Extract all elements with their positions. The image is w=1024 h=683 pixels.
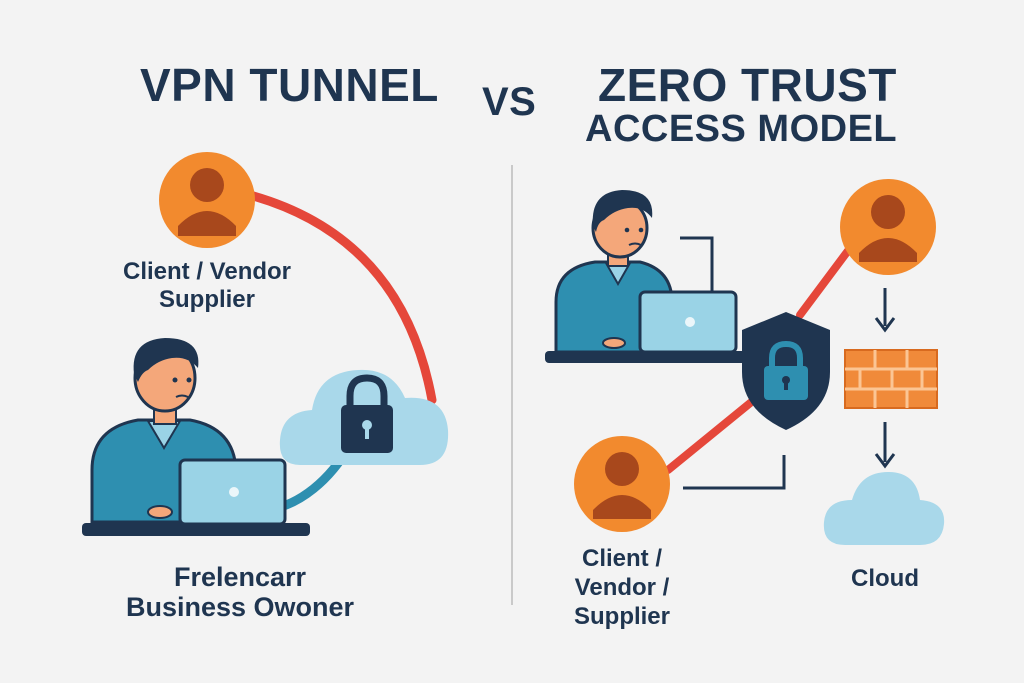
owner-label-line2: Business Owoner — [125, 592, 355, 622]
right-client-label-line3: Supplier — [573, 603, 670, 630]
left-client-label-line1: Client / Vendor — [122, 258, 292, 285]
vs-label: VS — [482, 80, 537, 124]
vpn-lock-icon — [341, 374, 393, 453]
zt-desk — [545, 351, 760, 363]
right-client-label-line1: Client / — [581, 545, 662, 572]
owner-label-line1: Frelencarr — [173, 562, 307, 592]
right-client-label-line2: Vendor / — [574, 574, 670, 601]
freelancer-desk — [82, 523, 310, 536]
client-avatar-bottom-right — [574, 436, 670, 532]
zt-connector-bottom — [683, 455, 786, 490]
vpn-title: VPN TUNNEL — [140, 59, 439, 111]
arrow-down-icon-lower — [874, 422, 896, 469]
firewall-icon — [844, 349, 938, 409]
cloud-label: Cloud — [851, 565, 919, 592]
zt-laptop-icon — [638, 290, 738, 354]
freelancer-laptop-icon — [178, 458, 287, 526]
arrow-down-icon-upper — [874, 288, 896, 333]
vpn-tunnel-red-arc — [245, 190, 437, 405]
shield-icon — [742, 312, 830, 430]
client-avatar-left — [159, 152, 255, 248]
zero-trust-title-line1: ZERO TRUST — [598, 59, 897, 111]
zero-trust-title-line2: ACCESS MODEL — [585, 108, 898, 150]
client-avatar-top-right — [840, 179, 936, 275]
zt-connector-top — [680, 236, 714, 300]
left-client-label-line2: Supplier — [158, 286, 255, 313]
zt-red-line-lower — [664, 391, 764, 474]
cloud-icon — [823, 472, 945, 545]
